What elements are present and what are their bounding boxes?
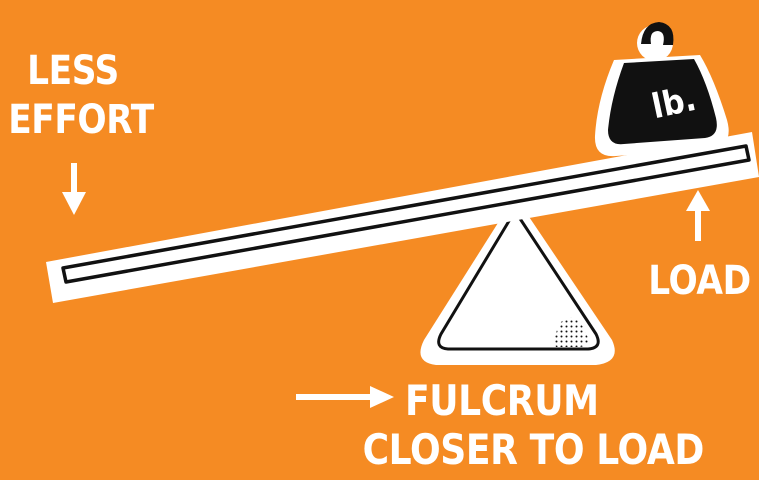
- arrow-up-icon: [686, 190, 710, 241]
- less-effort-label-line1: LESS: [17, 51, 129, 91]
- less-effort-label-line2: EFFORT: [8, 100, 146, 140]
- closer-to-load-label: CLOSER TO LOAD: [363, 429, 690, 471]
- arrow-right-icon: [296, 386, 394, 408]
- load-label: LOAD: [648, 261, 749, 301]
- arrow-down-icon: [62, 163, 86, 215]
- fulcrum-label: FULCRUM: [405, 380, 586, 422]
